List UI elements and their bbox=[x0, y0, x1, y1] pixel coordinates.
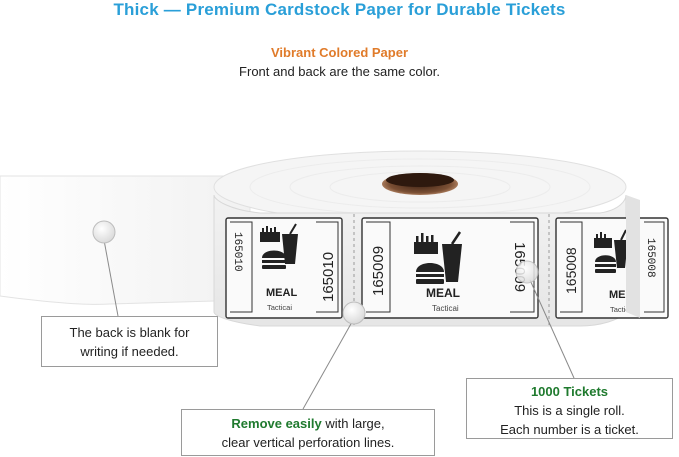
callout-back-line2: writing if needed. bbox=[80, 344, 179, 359]
leader-line-perforation bbox=[302, 321, 353, 410]
ticket-3-brand: Tacticai bbox=[610, 305, 635, 314]
subtitle-accent: Vibrant Colored Paper bbox=[270, 45, 408, 60]
callout-perforation: Remove easily with large, clear vertical… bbox=[181, 409, 435, 456]
callout-back-line1: The back is blank for bbox=[69, 325, 190, 340]
subtitle: Front and back are the same color. bbox=[239, 64, 440, 79]
ticket-2-brand: Tacticai bbox=[432, 304, 459, 313]
ticket-2-label: MEAL bbox=[426, 286, 460, 300]
ticket-1-brand: Tacticai bbox=[267, 303, 292, 312]
ticket-1-number-left: 165010 bbox=[231, 232, 243, 272]
meal-icon bbox=[260, 223, 298, 269]
callout-tickets-line2: This is a single roll. bbox=[514, 403, 625, 418]
callout-perforation-line1: with large, bbox=[321, 416, 385, 431]
meal-icon bbox=[594, 229, 628, 273]
ticket-3-number-right: 165008 bbox=[644, 238, 656, 278]
meal-icon bbox=[414, 231, 462, 284]
callout-tickets-highlight: 1000 Tickets bbox=[530, 384, 609, 399]
callout-back: The back is blank for writing if needed. bbox=[41, 316, 218, 367]
callout-tickets-line3: Each number is a ticket. bbox=[500, 422, 639, 437]
callout-perforation-line2: clear vertical perforation lines. bbox=[221, 435, 395, 450]
marker-dot-perforation bbox=[342, 301, 366, 325]
ticket-1-number-right: 165010 bbox=[320, 252, 337, 302]
leader-line-tickets bbox=[529, 279, 575, 379]
page-title: Thick — Premium Cardstock Paper for Dura… bbox=[113, 0, 566, 19]
callout-perforation-highlight: Remove easily bbox=[231, 416, 322, 431]
marker-dot-tickets bbox=[515, 260, 539, 284]
ticket-1-label: MEAL bbox=[266, 287, 297, 299]
paper-strip-back bbox=[0, 175, 251, 305]
callout-tickets: 1000 Tickets This is a single roll. Each… bbox=[466, 378, 673, 439]
ticket-3-number-left: 165008 bbox=[563, 247, 579, 294]
leader-line-back bbox=[103, 239, 119, 317]
ticket-2-number-left: 165009 bbox=[370, 246, 387, 296]
marker-dot-back bbox=[92, 220, 116, 244]
